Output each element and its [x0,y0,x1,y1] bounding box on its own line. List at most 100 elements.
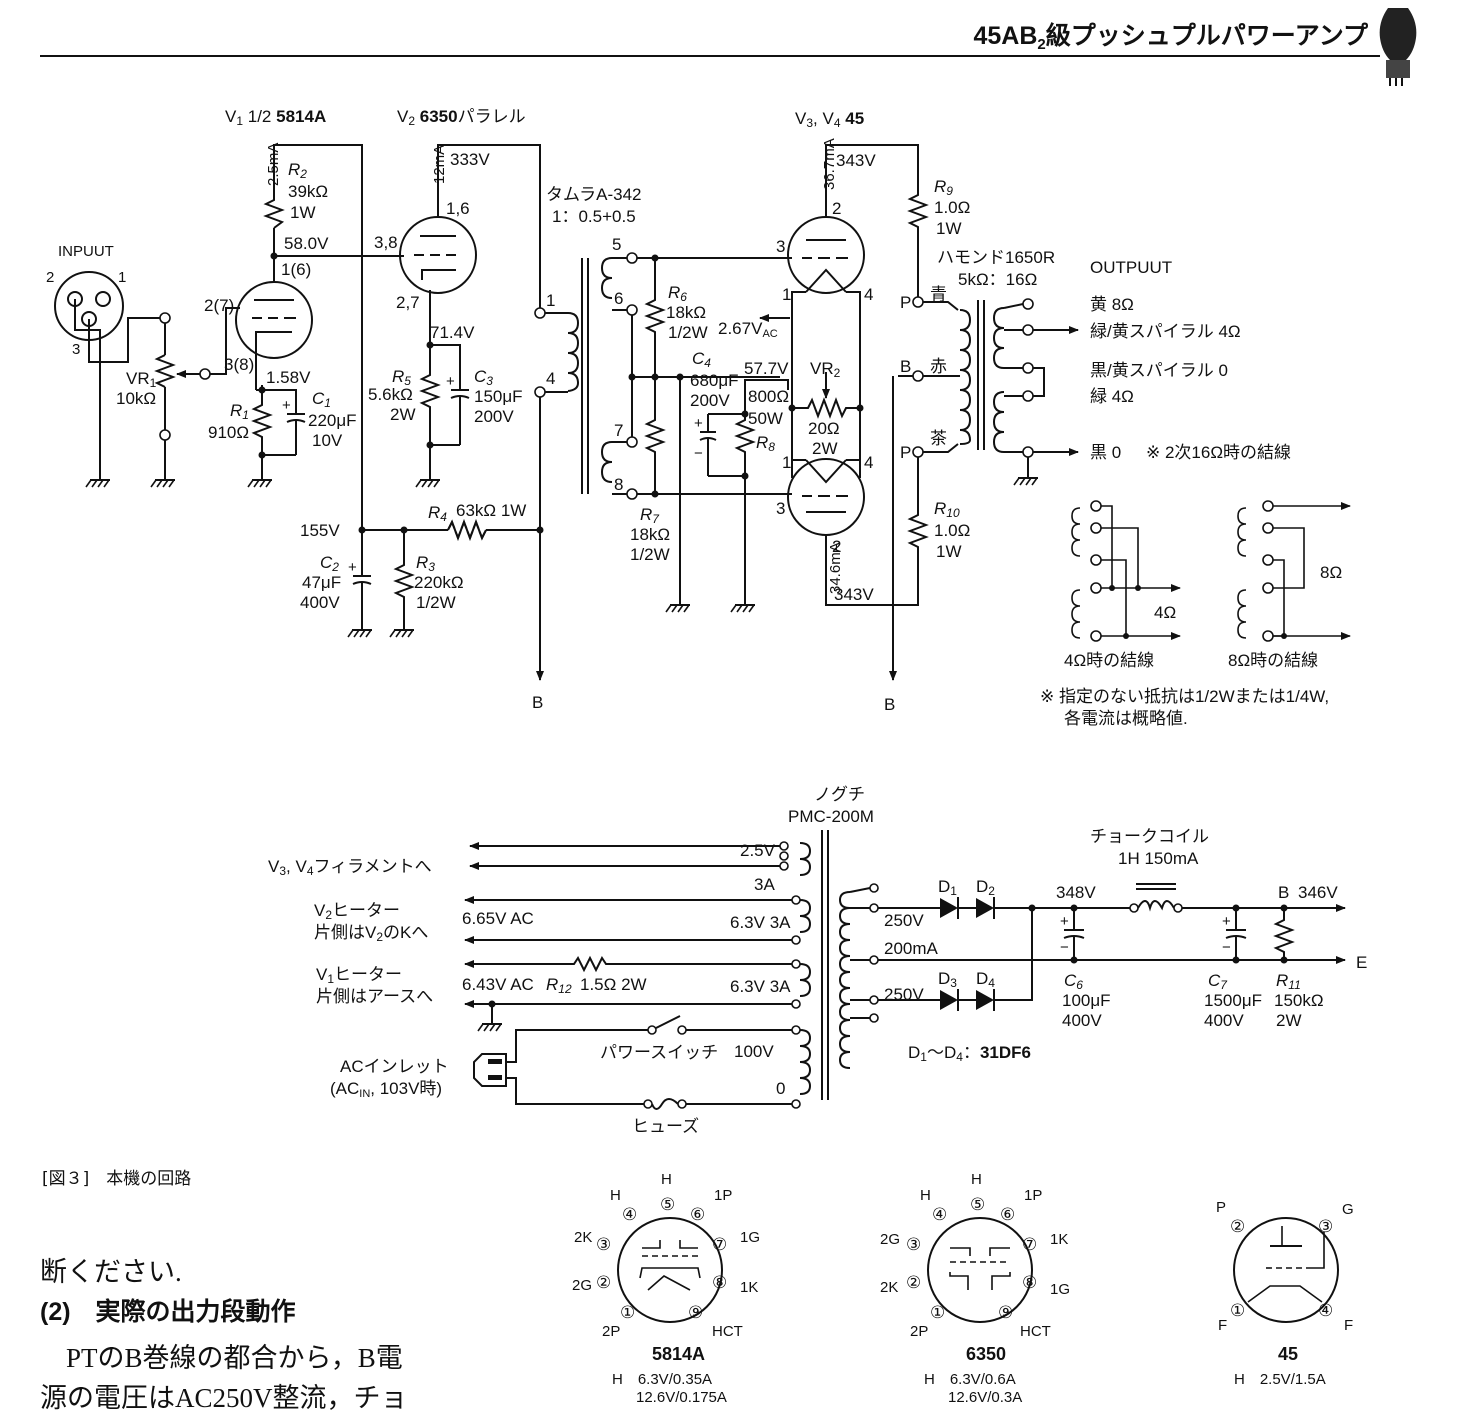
svg-text:2(7): 2(7) [204,296,234,315]
svg-text:D4: D4 [976,969,995,990]
pinout-45: ② ③ ① ④ P G F F 45 H 2.5V/1.5A [1216,1199,1354,1388]
svg-text:赤: 赤 [930,357,947,376]
svg-text:C6: C6 [1064,971,1083,992]
c7-capacitor: + − [1222,908,1247,960]
svg-text:OUTPUUT: OUTPUUT [1090,258,1172,277]
svg-text:6.3V 3A: 6.3V 3A [730,977,791,996]
section-heading: (2) 実際の出力段動作 [40,1298,296,1326]
svg-text:F: F [1344,1317,1353,1334]
svg-text:343V: 343V [836,151,876,170]
svg-text:1.0Ω: 1.0Ω [934,521,970,540]
svg-text:220μF: 220μF [308,411,357,430]
svg-text:−: − [694,445,703,462]
svg-text:2G: 2G [572,1277,592,1294]
svg-text:緑 4Ω: 緑 4Ω [1090,387,1134,406]
svg-text:1: 1 [546,291,555,310]
svg-text:C2: C2 [320,553,339,574]
svg-text:P: P [900,293,911,312]
svg-text:D3: D3 [938,969,957,990]
svg-text:400V: 400V [300,593,340,612]
svg-text:36.7mA: 36.7mA [821,138,838,190]
svg-text:4: 4 [864,453,873,472]
header-title: 45AB2級プッシュプルパワーアンプ [973,21,1369,53]
svg-text:+: + [446,373,455,390]
svg-text:1(6): 1(6) [281,260,311,279]
svg-text:18kΩ: 18kΩ [630,525,670,544]
body-text-line1: 断ください. [40,1257,182,1287]
page-header: 45AB2級プッシュプルパワーアンプ [40,8,1417,86]
svg-text:④: ④ [1318,1301,1333,1320]
svg-text:B: B [532,693,543,712]
svg-text:2P: 2P [910,1323,928,1340]
svg-text:⑥: ⑥ [690,1205,705,1224]
ac-inlet-icon [473,1053,507,1087]
svg-text:1H 150mA: 1H 150mA [1118,849,1199,868]
svg-text:③: ③ [1318,1217,1333,1236]
svg-text:VR2: VR2 [810,359,841,380]
output-transformer: ハモンド1650R 5kΩ：16Ω OUTPUUT P B P 青 赤 茶 [898,248,1291,486]
svg-text:71.4V: 71.4V [430,323,475,342]
svg-text:ACインレット: ACインレット [340,1057,449,1076]
svg-text:0: 0 [776,1079,785,1098]
svg-text:58.0V: 58.0V [284,234,329,253]
svg-text:45: 45 [1278,1344,1298,1364]
svg-text:57.7V: 57.7V [744,359,789,378]
choke-coil [1129,883,1183,913]
svg-text:1P: 1P [714,1187,732,1204]
svg-text:+: + [1060,913,1069,930]
svg-text:220kΩ: 220kΩ [414,573,464,592]
svg-text:2,7: 2,7 [396,293,420,312]
filament-label: V3, V4フィラメントへ [268,857,432,878]
svg-text:6: 6 [614,289,623,308]
svg-text:400V: 400V [1062,1011,1102,1030]
svg-text:1K: 1K [1050,1231,1068,1248]
svg-text:346V: 346V [1298,883,1338,902]
svg-text:3: 3 [776,499,785,518]
svg-text:①: ① [620,1303,635,1322]
svg-text:6.43V AC: 6.43V AC [462,975,534,994]
svg-text:HCT: HCT [1020,1323,1051,1340]
svg-text:1：0.5+0.5: 1：0.5+0.5 [552,207,636,226]
svg-text:63kΩ 1W: 63kΩ 1W [456,501,526,520]
svg-text:PMC-200M: PMC-200M [788,807,874,826]
svg-text:2W: 2W [1276,1011,1302,1030]
svg-text:⑤: ⑤ [970,1195,985,1214]
svg-text:1G: 1G [740,1229,760,1246]
svg-text:D2: D2 [976,877,995,898]
svg-text:③: ③ [906,1235,921,1254]
svg-text:10V: 10V [312,431,343,450]
svg-text:1/2W: 1/2W [668,323,708,342]
svg-text:50W: 50W [748,409,783,428]
svg-text:R9: R9 [934,177,953,198]
svg-text:2K: 2K [880,1279,898,1296]
wiring-8ohm: 8Ω 8Ω時の結線 [1228,500,1351,670]
c1-capacitor: + [282,397,306,455]
svg-text:18kΩ: 18kΩ [666,303,706,322]
svg-text:H: H [661,1171,672,1188]
svg-text:1: 1 [782,453,791,472]
r11-resistor [1273,908,1295,960]
svg-text:1.0Ω: 1.0Ω [934,198,970,217]
svg-text:5814A: 5814A [652,1344,705,1364]
svg-text:3,8: 3,8 [374,233,398,252]
svg-text:⑨: ⑨ [998,1303,1013,1322]
svg-text:3: 3 [72,341,80,358]
svg-text:C3: C3 [474,367,493,388]
svg-text:⑥: ⑥ [1000,1205,1015,1224]
svg-text:R10: R10 [934,499,960,520]
power-transformer [799,830,851,1100]
svg-text:V2ヒーター: V2ヒーター [314,901,400,922]
v1-title: V1 1/2 5814A [225,107,326,128]
svg-text:800Ω: 800Ω [748,387,789,406]
r2-resistor [263,198,285,229]
svg-text:B: B [1278,883,1289,902]
svg-text:2K: 2K [574,1229,592,1246]
power-switch [647,1015,687,1035]
svg-text:4: 4 [546,369,555,388]
svg-text:R8: R8 [756,433,775,454]
svg-text:3: 3 [776,237,785,256]
svg-text:1W: 1W [936,219,962,238]
svg-text:10kΩ: 10kΩ [116,389,156,408]
v1-triode [235,281,313,359]
svg-text:3A: 3A [754,875,775,894]
